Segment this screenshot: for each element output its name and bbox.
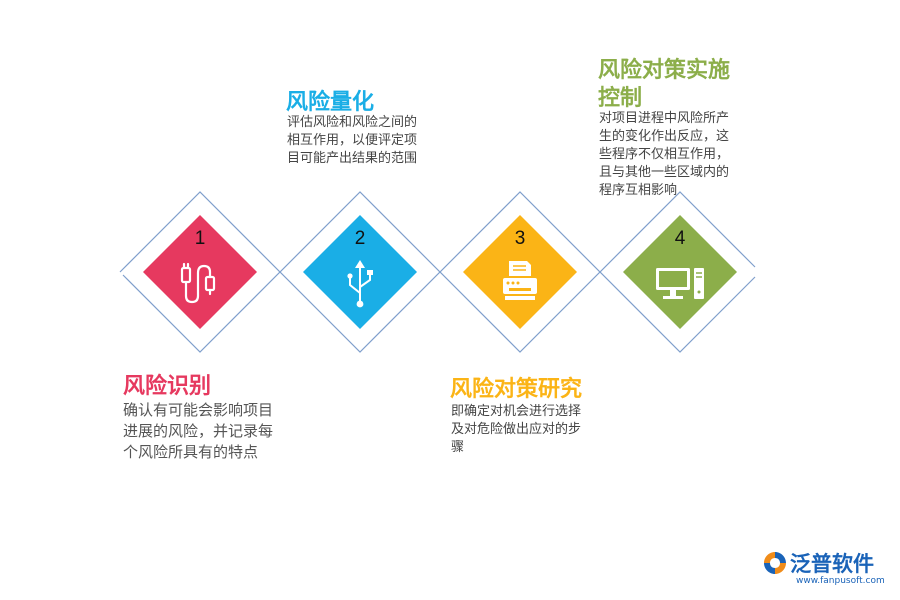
desc-line: 个风险所具有的特点 [123,443,259,461]
desc-line: 对项目进程中风险所产 [599,111,730,126]
desc-line: 程序互相影响 [599,183,678,198]
desc-line: 评估风险和风险之间的 [287,115,418,130]
step-1-title: 风险识别 [123,373,212,399]
desc-line: 相互作用，以便评定项 [287,133,418,148]
brand-name: 泛普软件 [790,552,874,576]
step-1-description: 确认有可能会影响项目 进展的风险，并记录每 个风险所具有的特点 [123,400,273,463]
step-4-description: 对项目进程中风险所产 生的变化作出反应，这 些程序不仅相互作用， 且与其他一些区… [599,110,729,200]
usb-cable-icon [180,262,216,304]
step-2-number: 2 [355,228,366,249]
title-line: 风险对策实施 [598,57,731,83]
step-3-description: 即确定对机会进行选择 及对危险做出应对的步 骤 [451,403,581,457]
brand-url: www.fanpusoft.com [796,576,885,586]
step-4-title: 风险对策实施 控制 [598,56,730,112]
step-2-title: 风险量化 [286,89,375,115]
step-3-title: 风险对策研究 [450,376,583,402]
outline-zigzag-bottom [122,271,756,353]
desc-line: 即确定对机会进行选择 [451,404,582,419]
step-3-diamond: 3 [463,215,577,329]
step-4-diamond: 4 [623,215,737,329]
step-4-number: 4 [675,228,686,249]
desc-line: 确认有可能会影响项目 [123,401,274,419]
title-line: 控制 [598,85,643,111]
step-2-diamond: 2 [303,215,417,329]
brand-watermark: 泛普软件 www.fanpusoft.com [760,544,888,592]
step-1-number: 1 [195,228,206,249]
desc-line: 生的变化作出反应，这 [599,129,730,144]
step-2-description: 评估风险和风险之间的 相互作用，以便评定项 目可能产出结果的范围 [287,114,417,168]
desc-line: 及对危险做出应对的步 [451,422,582,437]
desc-line: 骤 [451,440,465,455]
printer-icon [503,261,537,300]
desc-line: 且与其他一些区域内的 [599,165,730,180]
brand-logo-icon [764,552,786,574]
desc-line: 目可能产出结果的范围 [287,151,418,166]
desc-line: 进展的风险，并记录每 [123,422,274,440]
desc-line: 些程序不仅相互作用， [599,147,730,162]
step-3-number: 3 [515,228,526,249]
step-1-diamond: 1 [143,215,257,329]
desktop-computer-icon [656,268,704,299]
usb-symbol-icon [347,260,373,308]
